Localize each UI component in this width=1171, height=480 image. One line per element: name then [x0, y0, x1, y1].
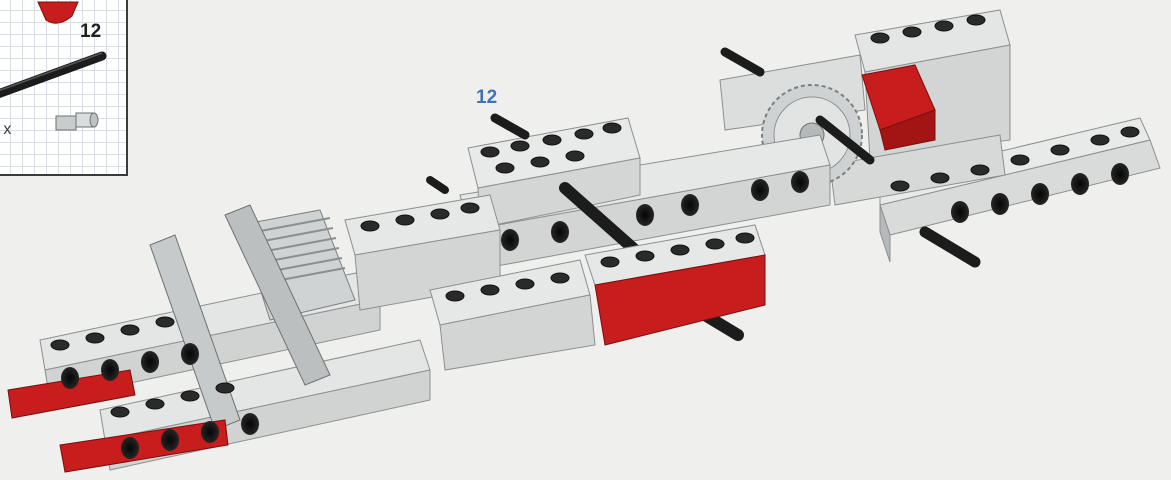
pin-quantity-label: 2 x — [0, 121, 12, 138]
axle-length-label: 12 — [80, 21, 102, 42]
axle-part-icon — [0, 51, 107, 99]
axle-callout-label: 12 — [476, 87, 498, 108]
red-part-icon — [37, 1, 79, 24]
mid-gray-block-center — [429, 259, 596, 371]
parts-list-panel: 12 2 x — [0, 0, 128, 176]
red-connector-top — [861, 64, 936, 151]
connector-pin-icon — [55, 112, 99, 131]
beam-holes — [61, 163, 1129, 459]
red-brick-center — [594, 254, 766, 346]
steering-link — [149, 204, 331, 431]
red-plates — [7, 369, 229, 473]
studs — [50, 14, 1140, 418]
parts-panel-art — [0, 1, 107, 131]
